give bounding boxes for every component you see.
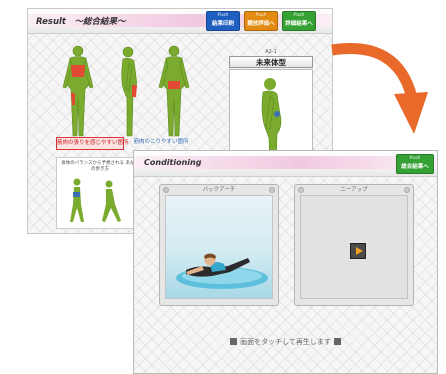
play-icon[interactable] [350, 243, 366, 259]
title-stripe [134, 156, 437, 169]
push-label: Push [255, 13, 267, 18]
card-corner-dot [298, 187, 304, 193]
curved-arrow-icon [331, 43, 428, 134]
push-label: Push [293, 13, 305, 18]
back-to-summary-label: 総合結果へ [401, 164, 429, 170]
result-screen: Result ～総合結果～ Push 結果印刷 Push 競技評価へ Push … [27, 8, 333, 234]
result-titlebar: Result ～総合結果～ Push 結果印刷 Push 競技評価へ Push … [28, 9, 332, 34]
card-corner-dot [404, 187, 410, 193]
walking-style-caption: 身体のバランスから予想される あなたの歩き方 [61, 161, 139, 172]
walking-figures [70, 178, 121, 222]
bullet-square-icon [230, 338, 238, 345]
type-code: A2-1 [265, 49, 277, 55]
push-label: Push [409, 156, 421, 161]
legend-blue-stiffness: 筋肉のこりやすい箇所 [133, 139, 189, 145]
future-body-type-title: 未来体型 [229, 56, 313, 68]
detail-result-button[interactable]: Push 詳細結果へ [282, 11, 316, 31]
exercise-card-back-arch[interactable]: バックアーチ [159, 184, 279, 306]
exercise-header: ニーアップ [295, 185, 413, 195]
result-title: Result ～総合結果～ [36, 17, 126, 27]
sport-eval-button[interactable]: Push 競技評価へ [244, 11, 278, 31]
body-figure-back [158, 45, 190, 137]
exercise-label: バックアーチ [202, 187, 236, 193]
exercise-card-knee-up[interactable]: ニーアップ [294, 184, 414, 306]
walking-style-panel: 身体のバランスから予想される あなたの歩き方 [56, 157, 142, 229]
exercise-video-thumbnail[interactable] [165, 195, 273, 299]
print-result-button[interactable]: Push 結果印刷 [206, 11, 240, 31]
back-arch-illustration [176, 253, 268, 289]
exercise-label: ニーアップ [340, 187, 368, 193]
card-corner-dot [163, 187, 169, 193]
legend-red-tension: 筋肉の張りを感じやすい箇所 [56, 137, 129, 150]
touch-instruction-text: 画面をタッチして再生します [240, 338, 331, 346]
detail-result-label: 詳細結果へ [285, 21, 313, 27]
conditioning-titlebar: Conditioning Push 総合結果へ [134, 151, 437, 177]
exercise-header: バックアーチ [160, 185, 278, 195]
conditioning-title: Conditioning [144, 158, 202, 167]
bullet-square-icon [333, 338, 341, 345]
body-figures-illustration [62, 45, 190, 137]
back-to-summary-button[interactable]: Push 総合結果へ [396, 154, 434, 174]
touch-instruction: 画面をタッチして再生します [134, 336, 437, 348]
conditioning-screen: Conditioning Push 総合結果へ バックアーチ [133, 150, 438, 374]
push-label: Push [217, 13, 229, 18]
body-figure-front [62, 45, 94, 137]
body-figure-side [121, 46, 137, 137]
sport-eval-label: 競技評価へ [247, 21, 275, 27]
exercise-video-thumbnail[interactable] [300, 195, 408, 299]
card-corner-dot [269, 187, 275, 193]
print-result-label: 結果印刷 [211, 21, 234, 27]
